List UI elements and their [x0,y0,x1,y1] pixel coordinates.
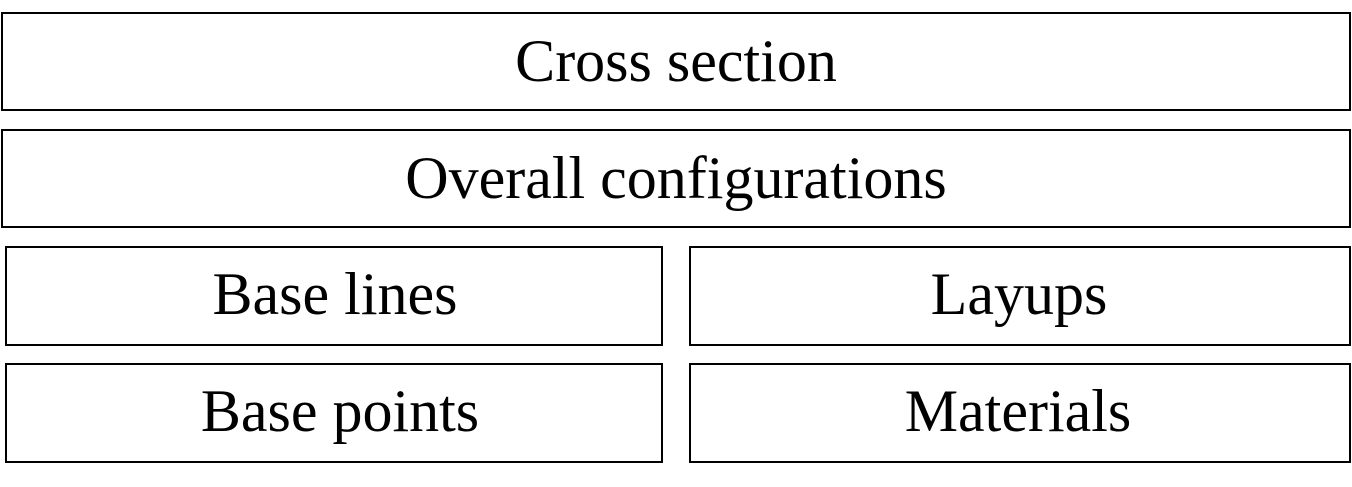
cross-section-label: Cross section [515,27,837,94]
layups-label: Layups [930,261,1108,327]
overall-configurations-box: Overall configurations [1,129,1351,228]
base-points-label: Base points [200,378,480,444]
materials-label: Materials [904,378,1132,444]
base-lines-box: Base lines [5,246,663,346]
overall-configurations-label: Overall configurations [405,144,947,211]
materials-box: Materials [689,363,1351,463]
base-points-box: Base points [5,363,663,463]
layups-box: Layups [689,246,1351,346]
base-lines-label: Base lines [212,261,458,327]
cross-section-box: Cross section [1,12,1351,111]
